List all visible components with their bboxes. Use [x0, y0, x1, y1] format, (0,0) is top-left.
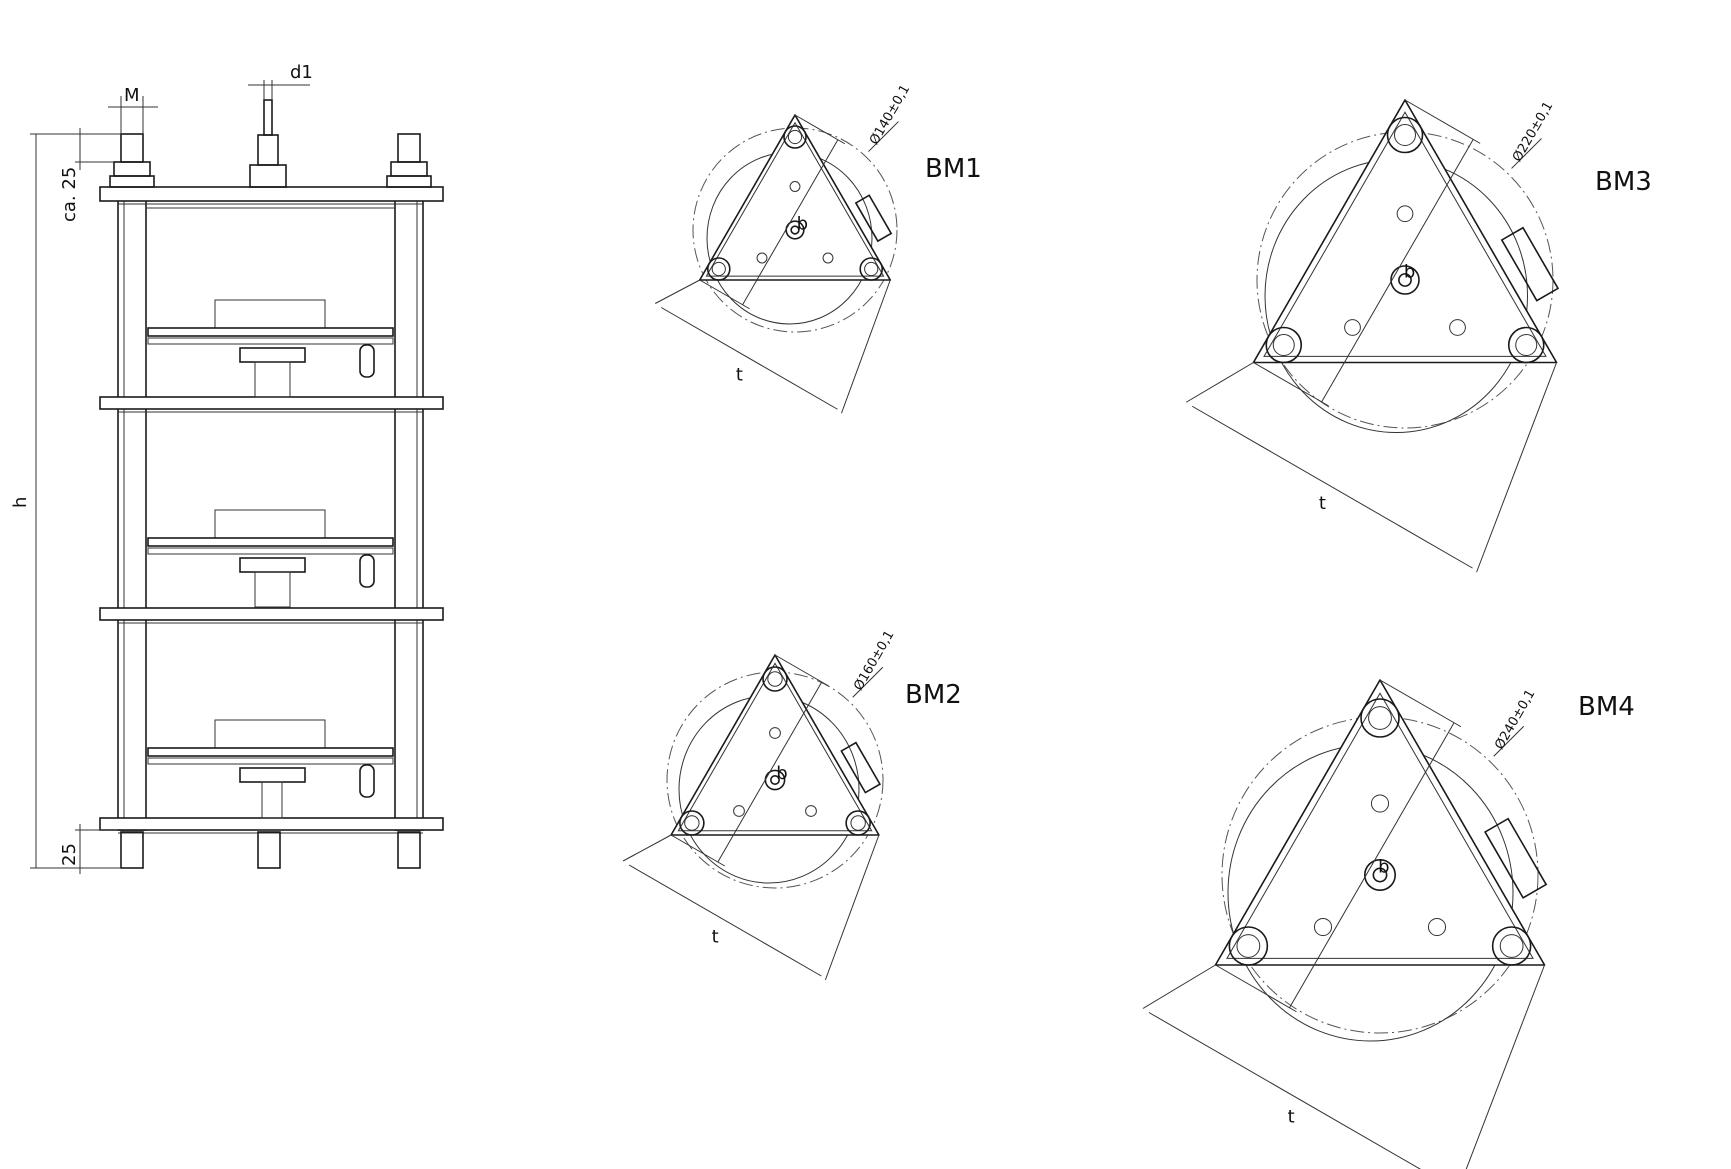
dim-label-top: ca. 25 [59, 167, 80, 222]
mounting-hole [1370, 794, 1390, 813]
dim-label-t: t [1319, 493, 1326, 514]
contact-block [840, 741, 882, 794]
central-hub [1390, 265, 1420, 295]
dim-label-diameter: Ø240±0,1 [1492, 687, 1538, 752]
dim-label-b: b [1378, 856, 1389, 877]
corner-bolt [679, 810, 705, 836]
mounting-hole [1449, 319, 1466, 336]
triangular-plate [1252, 99, 1558, 364]
dim-label-diameter: Ø160±0,1 [851, 628, 897, 693]
dimension-b-line [742, 139, 839, 306]
contact-unit-1 [147, 299, 394, 398]
top-plate [99, 186, 444, 209]
dimension-top-protrusion: ca. 25 [30, 128, 121, 222]
dimension-t-line [1148, 1012, 1422, 1169]
bottom-bolts [120, 831, 421, 869]
dimension-h: h [10, 134, 37, 868]
dim-label-t: t [736, 364, 743, 385]
mounting-hole [789, 181, 801, 192]
central-hub [1364, 858, 1397, 891]
mounting-hole [1427, 917, 1447, 937]
dimension-b-line [717, 681, 823, 863]
mounting-hole [1344, 319, 1361, 336]
unit-label-bm1: BM1 [925, 154, 982, 184]
mounting-hole [756, 252, 768, 264]
dimension-t-line [1191, 405, 1473, 569]
contact-unit-2 [147, 509, 394, 608]
top-view-bm4: b t Ø240±0,1 BM4 [1142, 679, 1635, 1169]
corner-bolt [845, 810, 871, 836]
pitch-circle [692, 127, 898, 333]
unit-label-bm3: BM3 [1595, 167, 1652, 197]
dim-label-b: b [1404, 262, 1415, 283]
mounting-hole [733, 805, 745, 817]
dim-label-diameter: Ø140±0,1 [867, 82, 913, 147]
mounting-hole [1396, 205, 1414, 223]
dim-label-b: b [776, 763, 787, 784]
support-rod-right [394, 189, 424, 831]
corner-bolt [762, 666, 788, 692]
support-rod-left [117, 189, 147, 831]
triangular-plate [670, 654, 880, 836]
bottom-plate [99, 817, 444, 834]
dim-label-m: M [124, 85, 140, 106]
side-view-assembly: M d1 ca. 25 25 h [10, 62, 444, 874]
triangular-plate [698, 114, 892, 281]
top-views: btØ140±0,1BM1btØ160±0,1BM2btØ220±0,1BM3b… [622, 82, 1652, 1169]
unit-label-bm2: BM2 [905, 680, 962, 710]
corner-bolt [783, 125, 807, 149]
mounting-hole [805, 805, 817, 817]
corner-bolt [1507, 326, 1545, 364]
dimension-m: M [108, 85, 158, 134]
dim-label-t: t [712, 927, 719, 948]
dimension-d1: d1 [248, 62, 313, 100]
mounting-hole [1313, 917, 1333, 937]
unit-label-bm4: BM4 [1578, 692, 1635, 722]
corner-bolt [1228, 926, 1269, 966]
corner-bolt [1265, 326, 1303, 364]
contact-block [854, 194, 893, 243]
dimension-b-line [1289, 722, 1455, 1008]
corner-bolt [706, 257, 731, 281]
dim-label-d1: d1 [290, 62, 313, 83]
dimension-t-line [628, 864, 822, 977]
central-shaft [249, 99, 287, 188]
contact-block [1500, 226, 1560, 302]
corner-bolt [1360, 698, 1400, 738]
top-bolt-left [109, 133, 155, 188]
mounting-hole [769, 727, 781, 739]
dim-label-b: b [797, 213, 808, 234]
dim-label-bottom: 25 [59, 843, 80, 866]
triangular-plate [1214, 679, 1546, 966]
contact-unit-3 [147, 719, 394, 819]
plate-2 [99, 396, 444, 413]
plate-3 [99, 607, 444, 624]
dimension-bottom-protrusion: 25 [30, 824, 121, 874]
dim-label-t: t [1288, 1106, 1295, 1127]
dimension-b-line [1321, 139, 1474, 403]
contact-block [1483, 817, 1548, 899]
dim-label-h: h [10, 497, 31, 508]
mounting-hole [822, 252, 834, 264]
corner-bolt [1491, 926, 1532, 966]
corner-bolt [859, 257, 884, 281]
top-bolt-right [386, 133, 432, 188]
dimension-t-line [660, 307, 838, 410]
corner-bolt [1386, 116, 1424, 154]
dim-label-diameter: Ø220±0,1 [1510, 99, 1556, 164]
